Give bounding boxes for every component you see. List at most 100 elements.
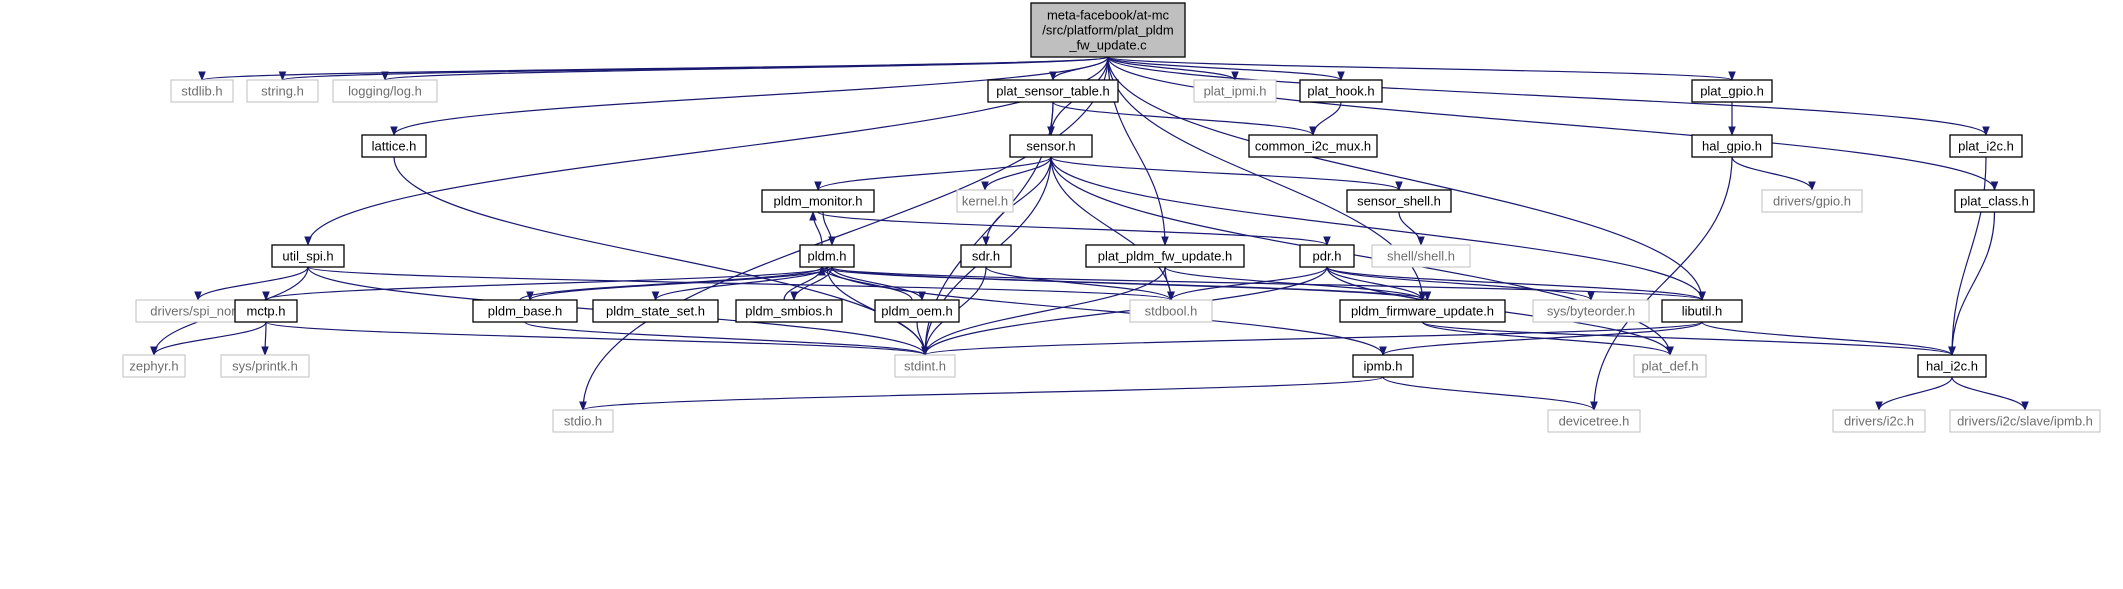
node-stdbool[interactable]: stdbool.h <box>1129 299 1213 323</box>
node-label-stdlib: stdlib.h <box>181 84 222 99</box>
node-box-root <box>1030 2 1186 58</box>
node-box-plat-hook <box>1299 79 1383 103</box>
node-label-devicetree: devicetree.h <box>1559 414 1630 429</box>
node-box-devicetree <box>1547 409 1641 433</box>
node-ipmb[interactable]: ipmb.h <box>1352 354 1414 378</box>
node-plat-gpio[interactable]: plat_gpio.h <box>1691 79 1773 103</box>
node-label-stdio: stdio.h <box>564 414 602 429</box>
node-devicetree[interactable]: devicetree.h <box>1547 409 1641 433</box>
node-label-shell: shell/shell.h <box>1387 249 1455 264</box>
node-pldm[interactable]: pldm.h <box>799 244 855 268</box>
node-zephyr[interactable]: zephyr.h <box>122 354 186 378</box>
node-stdlib[interactable]: stdlib.h <box>170 79 234 103</box>
node-string[interactable]: string.h <box>246 79 319 103</box>
node-log[interactable]: logging/log.h <box>332 79 438 103</box>
node-box-pldm-monitor <box>761 189 875 213</box>
node-box-plat-pldm-fw-update <box>1085 244 1245 268</box>
node-pdr[interactable]: pdr.h <box>1299 244 1355 268</box>
node-box-shell <box>1371 244 1471 268</box>
node-util-spi[interactable]: util_spi.h <box>271 244 345 268</box>
file-nodes: meta-facebook/at-mc/src/platform/plat_pl… <box>122 2 2101 433</box>
node-drivers-i2c-slave-ipmb[interactable]: drivers/i2c/slave/ipmb.h <box>1949 409 2101 433</box>
node-hal-gpio[interactable]: hal_gpio.h <box>1691 134 1773 158</box>
edge-pldm_firmware_update-to-pldm <box>818 266 1419 301</box>
node-pldm-monitor[interactable]: pldm_monitor.h <box>761 189 875 213</box>
node-drivers-spi-nor[interactable]: drivers/spi_nor.h <box>135 299 261 323</box>
dependency-edges <box>150 56 2029 411</box>
node-hal-i2c[interactable]: hal_i2c.h <box>1917 354 1987 378</box>
edge-root-to-plat_hook <box>1107 56 1345 81</box>
edge-libutil-to-ipmb <box>1379 321 1703 356</box>
node-stdio[interactable]: stdio.h <box>552 409 614 433</box>
node-label-plat-hook: plat_hook.h <box>1307 84 1374 99</box>
node-label-util-spi: util_spi.h <box>282 249 333 264</box>
node-label-kernel: kernel.h <box>962 194 1008 209</box>
node-plat-def[interactable]: plat_def.h <box>1633 354 1707 378</box>
node-common-i2c-mux[interactable]: common_i2c_mux.h <box>1248 134 1378 158</box>
node-label-pldm-base: pldm_base.h <box>488 304 562 319</box>
node-root[interactable]: meta-facebook/at-mc/src/platform/plat_pl… <box>1030 2 1186 58</box>
node-box-kernel <box>956 189 1014 213</box>
node-sensor-shell[interactable]: sensor_shell.h <box>1346 189 1452 213</box>
node-mctp[interactable]: mctp.h <box>234 299 298 323</box>
node-pldm-base[interactable]: pldm_base.h <box>472 299 578 323</box>
node-plat-hook[interactable]: plat_hook.h <box>1299 79 1383 103</box>
node-kernel[interactable]: kernel.h <box>956 189 1014 213</box>
node-plat-class[interactable]: plat_class.h <box>1954 189 2035 213</box>
node-label-libutil: libutil.h <box>1682 304 1722 319</box>
node-box-sdr <box>960 244 1012 268</box>
node-drivers-i2c[interactable]: drivers/i2c.h <box>1832 409 1926 433</box>
node-sensor[interactable]: sensor.h <box>1009 134 1093 158</box>
edge-sensor_shell-to-shell <box>1398 211 1425 246</box>
edge-pldm-to-libutil <box>826 266 1706 301</box>
node-sys-printk[interactable]: sys/printk.h <box>220 354 310 378</box>
node-box-plat-sensor-table <box>987 79 1119 103</box>
edge-sensor-to-sdr <box>982 156 1052 246</box>
node-pldm-oem[interactable]: pldm_oem.h <box>874 299 960 323</box>
node-plat-i2c[interactable]: plat_i2c.h <box>1949 134 2023 158</box>
node-label-plat-i2c: plat_i2c.h <box>1958 139 2014 154</box>
node-label-hal-i2c: hal_i2c.h <box>1926 359 1978 374</box>
edge-ipmb-to-devicetree <box>1382 376 1598 411</box>
node-label-common-i2c-mux: common_i2c_mux.h <box>1255 139 1371 154</box>
node-label-stdint: stdint.h <box>904 359 946 374</box>
node-lattice[interactable]: lattice.h <box>361 134 427 158</box>
edge-plat_sensor_table-to-common_i2c_mux <box>1052 101 1317 136</box>
edge-sensor-to-sensor_shell <box>1050 156 1403 191</box>
node-libutil[interactable]: libutil.h <box>1661 299 1743 323</box>
node-box-util-spi <box>271 244 345 268</box>
node-box-drivers-gpio <box>1761 189 1863 213</box>
node-drivers-gpio[interactable]: drivers/gpio.h <box>1761 189 1863 213</box>
edge-pldm_firmware_update-to-hal_i2c <box>1421 321 1956 356</box>
node-box-drivers-i2c <box>1832 409 1926 433</box>
edge-root-to-log <box>381 56 1109 81</box>
edge-util_spi-to-drivers_spi_nor <box>194 266 309 301</box>
edge-root-to-lattice <box>390 56 1109 136</box>
node-box-plat-def <box>1633 354 1707 378</box>
node-pldm-firmware-update[interactable]: pldm_firmware_update.h <box>1339 299 1506 323</box>
node-label-root: /src/platform/plat_pldm <box>1042 23 1174 38</box>
edge-root-to-libutil <box>1107 56 1706 301</box>
node-label-pldm-state-set: pldm_state_set.h <box>606 304 705 319</box>
node-sys-byteorder[interactable]: sys/byteorder.h <box>1532 299 1650 323</box>
node-label-sdr: sdr.h <box>972 249 1000 264</box>
node-box-pldm-state-set <box>592 299 719 323</box>
edge-pldm-to-mctp <box>262 266 828 301</box>
node-sdr[interactable]: sdr.h <box>960 244 1012 268</box>
node-label-root: meta-facebook/at-mc <box>1047 8 1170 23</box>
node-box-sensor-shell <box>1346 189 1452 213</box>
node-pldm-state-set[interactable]: pldm_state_set.h <box>592 299 719 323</box>
edge-pdr-to-stdbool <box>1167 266 1328 301</box>
node-pldm-smbios[interactable]: pldm_smbios.h <box>735 299 843 323</box>
node-plat-ipmi[interactable]: plat_ipmi.h <box>1193 79 1277 103</box>
node-stdint[interactable]: stdint.h <box>894 354 956 378</box>
node-box-pdr <box>1299 244 1355 268</box>
node-shell[interactable]: shell/shell.h <box>1371 244 1471 268</box>
node-box-plat-ipmi <box>1193 79 1277 103</box>
edge-pldm-to-pldm_oem <box>831 266 926 301</box>
node-plat-sensor-table[interactable]: plat_sensor_table.h <box>987 79 1119 103</box>
edge-pldm_monitor-to-pldm <box>822 211 836 246</box>
edge-pdr-to-libutil <box>1326 266 1706 301</box>
node-plat-pldm-fw-update[interactable]: plat_pldm_fw_update.h <box>1085 244 1245 268</box>
edge-plat_pldm_fw_update-to-pldm_firmware_update <box>1164 266 1427 301</box>
